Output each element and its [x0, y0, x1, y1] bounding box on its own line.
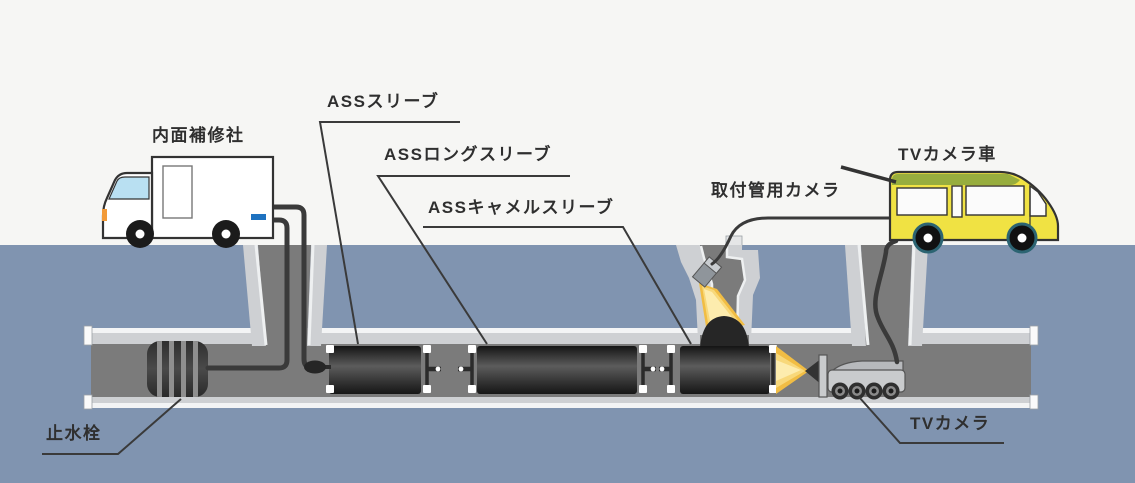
label-repair-truck: 内面補修社 [152, 126, 245, 145]
label-lateral-camera: 取付管用カメラ [711, 181, 841, 200]
label-tv-camera: TVカメラ [910, 414, 991, 433]
ass-camel-sleeve-unit [680, 346, 770, 394]
label-ass-long-sleeve: ASSロングスリーブ [384, 145, 552, 164]
tv-camera-light-beam [776, 346, 822, 394]
ass-sleeve-unit [329, 346, 421, 394]
sleeve-joints [326, 345, 777, 393]
label-water-stop-plug: 止水栓 [46, 424, 102, 443]
repair-truck [101, 155, 275, 248]
camel-sleeve-dome [700, 316, 749, 347]
label-ass-sleeve: ASSスリーブ [327, 92, 440, 111]
tv-camera-device [818, 354, 906, 400]
ass-long-sleeve-unit [477, 346, 637, 394]
label-tv-camera-van: TVカメラ車 [898, 145, 997, 164]
water-stop-plug-device [147, 341, 208, 397]
right-manhole [845, 244, 928, 347]
leader-lines [42, 121, 1004, 455]
tv-camera-van [840, 165, 1060, 254]
label-ass-camel-sleeve: ASSキャメルスリーブ [428, 198, 615, 217]
cable-connector [304, 360, 331, 374]
